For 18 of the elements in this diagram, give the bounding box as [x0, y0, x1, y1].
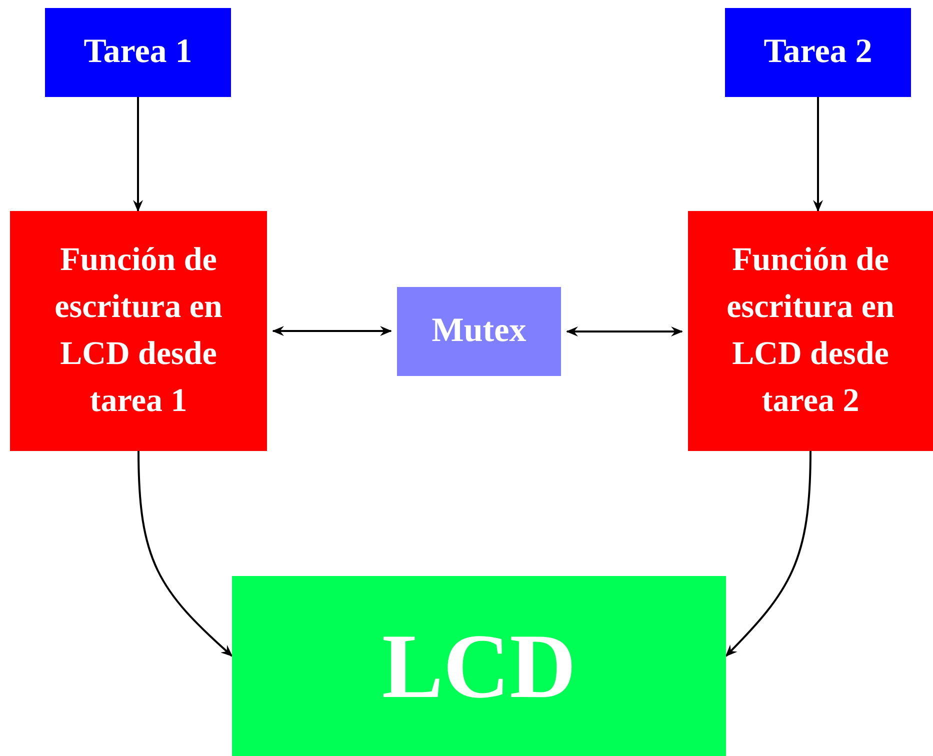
box-label: Función de escritura en LCD desde tarea 1 — [54, 241, 224, 421]
lcd-box — [232, 576, 726, 756]
arrow — [272, 326, 392, 336]
arrow — [813, 97, 823, 212]
task-box — [45, 8, 231, 97]
box-label: Función de escritura en LCD desde tarea 2 — [726, 241, 896, 421]
arrow — [566, 326, 683, 336]
arrow — [138, 450, 233, 657]
function-box — [688, 211, 933, 451]
mutex-box — [397, 287, 561, 376]
box-label: LCD — [382, 614, 576, 719]
function-box — [10, 211, 267, 451]
box-label: Tarea 1 — [84, 32, 192, 72]
box-label: Mutex — [432, 311, 526, 352]
box-label: Tarea 2 — [764, 32, 872, 72]
arrow — [133, 97, 143, 212]
task-box — [725, 8, 911, 97]
arrow — [725, 450, 812, 657]
